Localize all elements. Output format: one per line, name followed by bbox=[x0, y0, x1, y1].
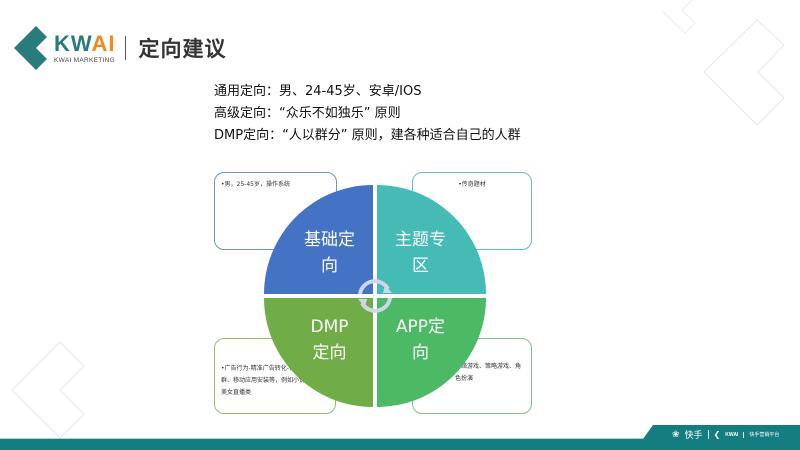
logo-kw: KW bbox=[54, 30, 92, 56]
footer-divider bbox=[707, 430, 709, 439]
footer-brand-name: 快手 bbox=[684, 431, 703, 441]
kwai-logo-icon bbox=[14, 26, 47, 70]
quadrant-label: 定向 bbox=[312, 342, 347, 363]
header-divider bbox=[125, 36, 127, 60]
decorative-chevron-outline-top-right bbox=[662, 0, 785, 126]
header: KWAI KWAI MARKETING 定向建议 bbox=[14, 26, 227, 70]
summary-line-advanced: 高级定向：“众乐不如独乐” 原则 bbox=[214, 106, 401, 121]
kuaishou-logo-icon: ❀ bbox=[672, 429, 680, 440]
kwai-chevron-icon: ❮ bbox=[713, 430, 721, 439]
targeting-summary: 通用定向：男、24-45岁、安卓/IOS 高级定向：“众乐不如独乐” 原则 DM… bbox=[214, 81, 521, 147]
quadrant-app-targeting: APP定向 bbox=[377, 298, 486, 407]
page-title: 定向建议 bbox=[138, 37, 227, 61]
cycle-arrows-icon bbox=[358, 279, 392, 313]
quadrant-label: 向 bbox=[321, 255, 338, 276]
quadrant-label: 主题专 bbox=[395, 229, 446, 250]
footer-brand: ❀ 快手 ❮ KWAI 快手营销平台 bbox=[672, 428, 780, 442]
quadrant-basic-targeting: 基础定向 bbox=[264, 185, 373, 294]
quadrant-topic-zone: 主题专区 bbox=[377, 185, 486, 294]
quadrant-label: 基础定 bbox=[304, 229, 355, 250]
quadrant-label: DMP bbox=[310, 316, 349, 337]
footer-bar bbox=[0, 438, 800, 450]
footer-brand-tab bbox=[643, 425, 800, 439]
decorative-chevron-outline-bottom-left bbox=[11, 341, 85, 439]
kwai-logo: KWAI KWAI MARKETING bbox=[54, 30, 116, 64]
quadrant-label: APP定 bbox=[395, 316, 446, 337]
footer-platform: 快手营销平台 bbox=[749, 432, 780, 438]
summary-line-general: 通用定向：男、24-45岁、安卓/IOS bbox=[214, 84, 422, 99]
quadrant-label: 区 bbox=[412, 255, 429, 276]
logo-subtitle: KWAI MARKETING bbox=[54, 56, 116, 64]
logo-ai: AI bbox=[91, 30, 116, 56]
summary-line-dmp: DMP定向：“人以群分” 原则，建各种适合自己的人群 bbox=[214, 128, 521, 143]
footer-kwai: KWAI bbox=[725, 431, 739, 438]
footer-divider bbox=[743, 431, 745, 438]
quadrant-label: 向 bbox=[411, 342, 429, 363]
